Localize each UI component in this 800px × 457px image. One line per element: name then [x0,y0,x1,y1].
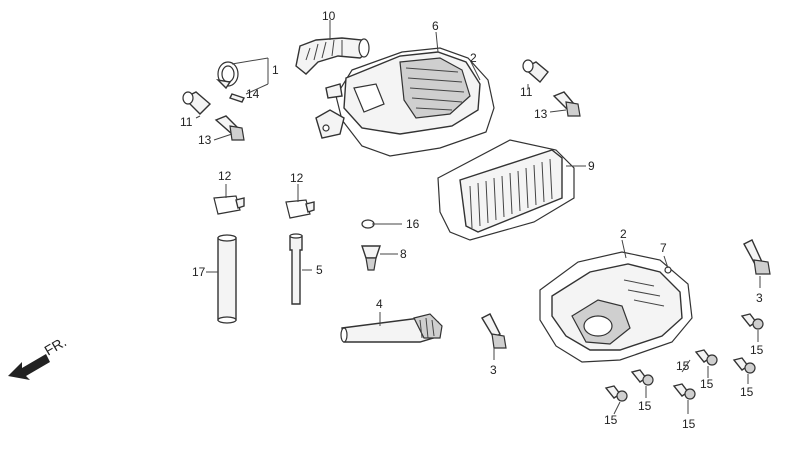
hose-clamp [215,61,239,90]
callout-15-g: 15 [604,413,618,427]
screw-15-c [694,349,718,366]
callout-14: 14 [246,87,260,101]
callout-7: 7 [660,241,667,255]
callout-16: 16 [406,217,420,231]
callout-11-left: 11 [180,115,193,129]
callout-12-right: 12 [290,171,304,185]
breather-assembly [340,313,443,343]
callout-3-right: 3 [756,291,763,305]
callout-12-left: 12 [218,169,232,183]
callout-2-upper: 2 [470,51,477,65]
bolt-left [214,115,245,141]
plug-8 [361,245,381,271]
small-screw-14 [229,93,245,103]
lower-air-cleaner-case [539,251,693,363]
clip-16 [361,219,384,229]
callout-9: 9 [588,159,595,173]
callout-3-left: 3 [490,363,497,377]
callout-4: 4 [376,297,383,311]
bolt-3-right [743,239,771,275]
screw-15-d [630,369,654,386]
callout-5: 5 [316,263,323,277]
callout-17: 17 [192,265,206,279]
callout-13-left: 13 [198,133,212,147]
callout-11-right: 11 [520,85,533,99]
screw-15-a [740,313,764,330]
bolt-3-left [481,313,507,349]
callout-6: 6 [432,19,439,33]
cap-right [522,59,549,84]
callout-8: 8 [400,247,407,261]
drain-tube-17 [217,234,237,324]
callout-1: 1 [272,63,279,77]
clamp-left [213,195,245,215]
intake-tube [295,37,370,75]
callout-15-e: 15 [638,399,652,413]
callout-15-a: 15 [750,343,764,357]
cap-left [182,91,212,115]
clamp-right [285,199,315,219]
drain-tube-5 [289,233,303,305]
callout-15-f: 15 [682,417,696,431]
screw-15-b [732,357,756,374]
upper-air-cleaner-case [315,47,495,157]
front-direction-arrow [8,354,50,380]
bolt-right [552,91,581,117]
callout-10: 10 [322,9,336,23]
callout-13-right: 13 [534,107,548,121]
screw-15-e [672,383,696,400]
screw-15-f [604,385,628,402]
callout-15-d: 15 [676,359,690,373]
callout-2-lower: 2 [620,227,627,241]
air-filter-element [437,139,575,241]
leader-lines [195,20,761,415]
callout-15-c: 15 [700,377,714,391]
callout-15-b: 15 [740,385,754,399]
